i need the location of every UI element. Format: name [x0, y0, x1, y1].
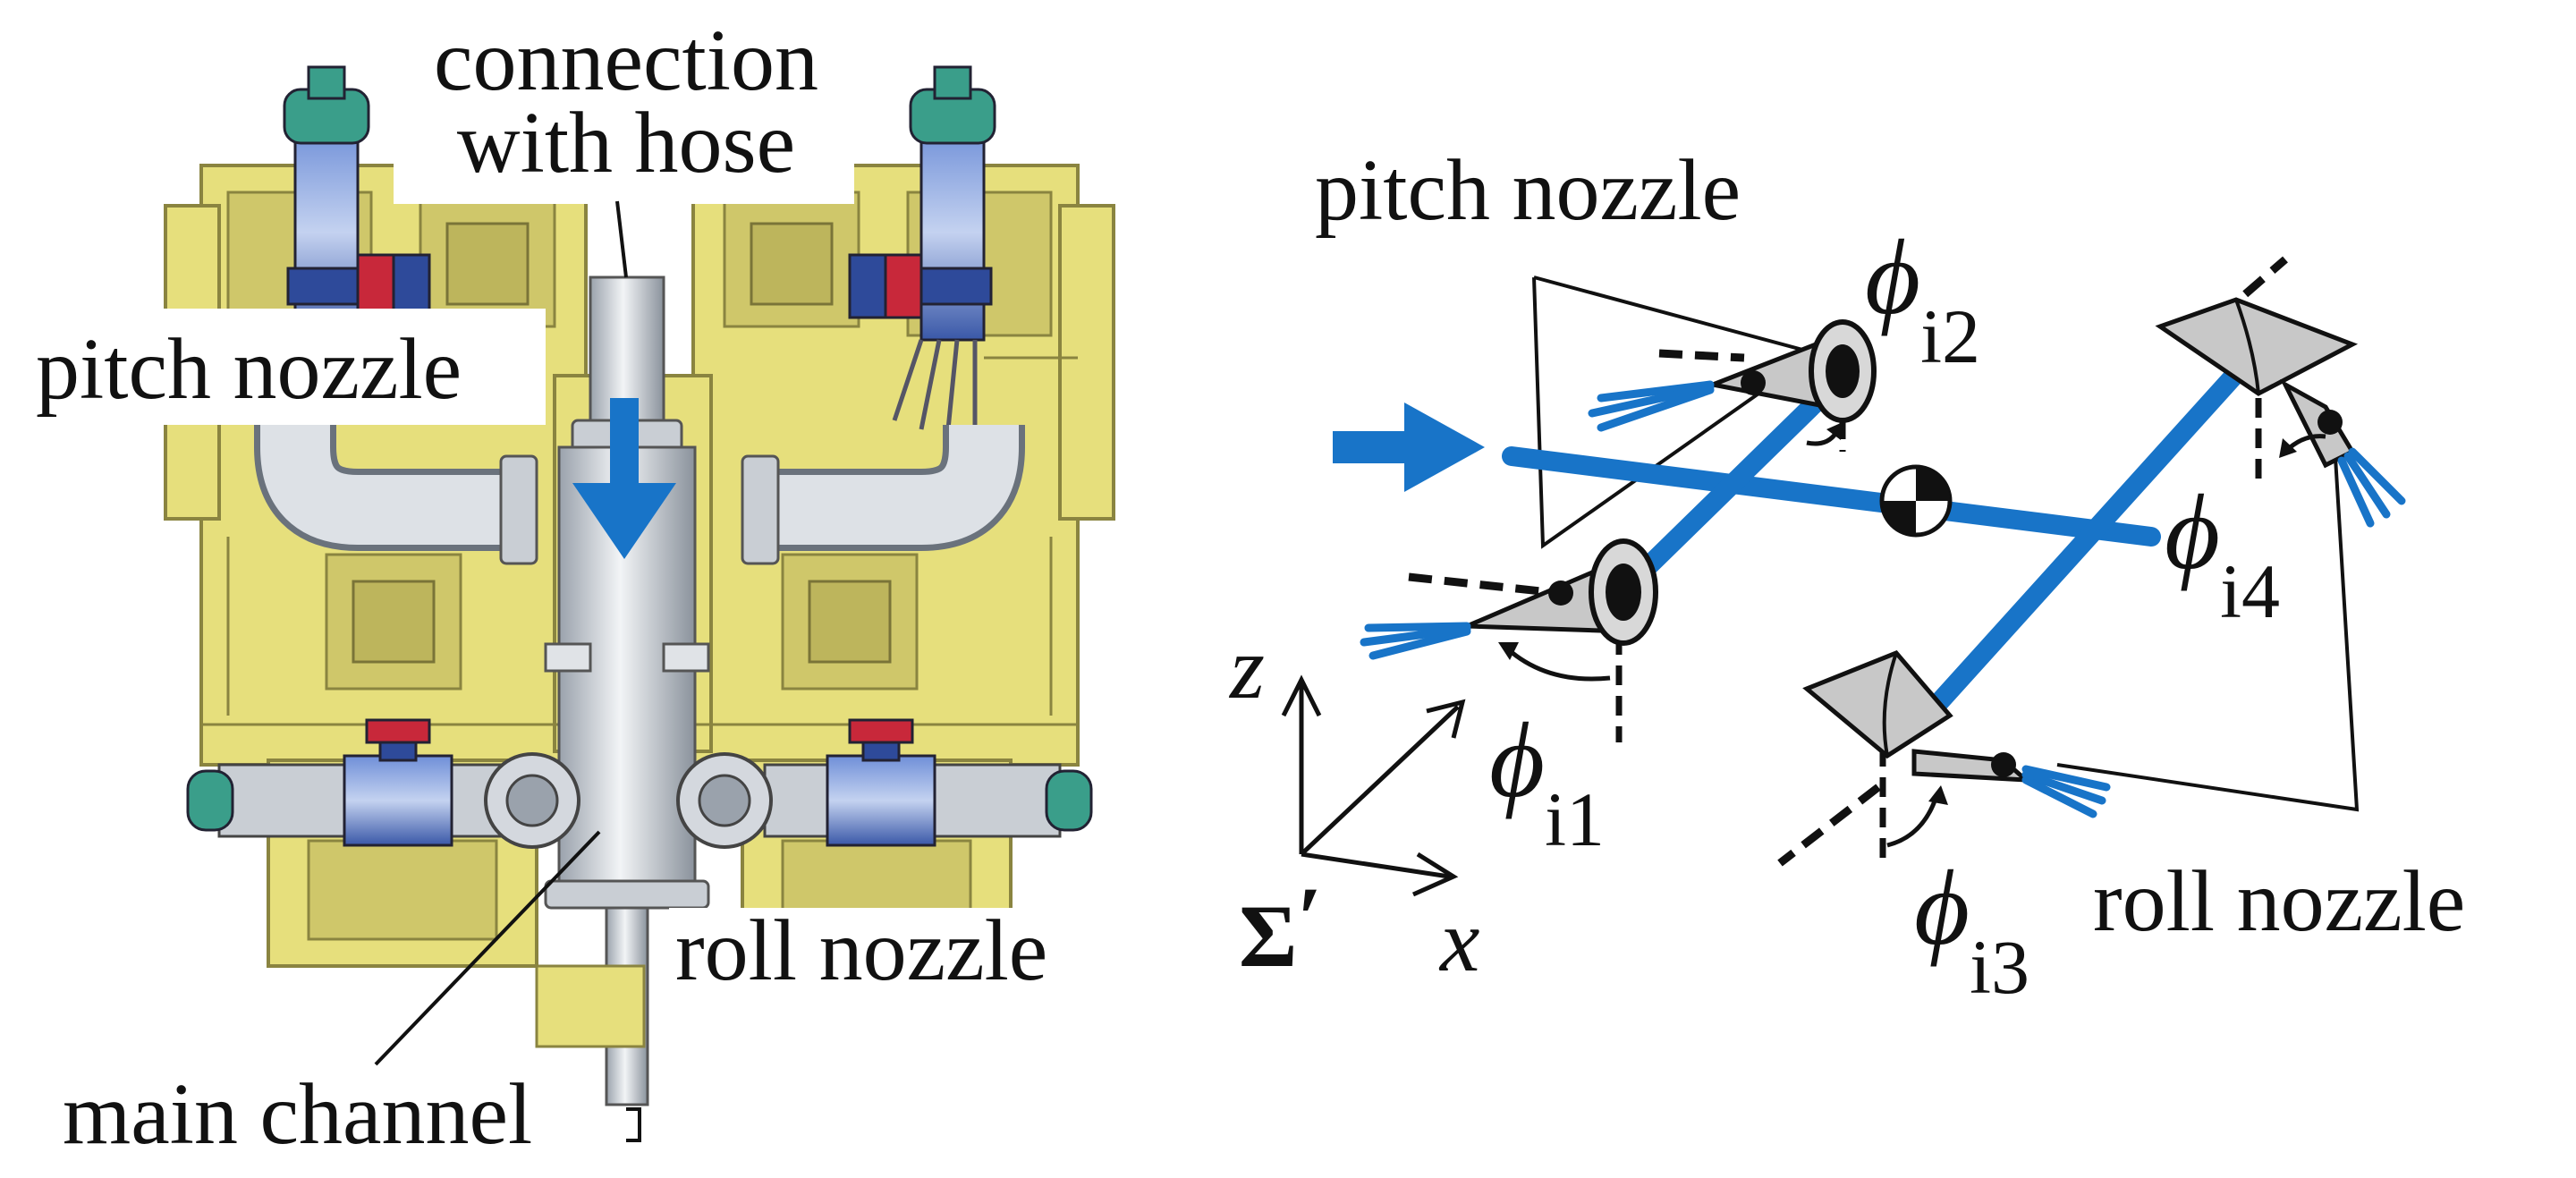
frame-sigma-label: Σ′ [1239, 869, 1323, 986]
schematic-inflow-arrow [1333, 403, 1485, 492]
pitch-nozzle-i1-icon [1360, 538, 1658, 742]
angle-label-i2: ϕi2 [1865, 217, 1980, 379]
coordinate-frame [1281, 674, 1466, 897]
angle-label-i4: ϕi4 [2165, 472, 2280, 634]
label-backing-connection [394, 7, 854, 204]
pitch-supply-pipes [254, 425, 1025, 565]
roll-nozzle-i4-icon [2155, 256, 2406, 528]
label-backing-pitch [27, 309, 546, 425]
x-axis-label: x [1438, 891, 1479, 990]
main-channel-label: main channel [63, 1066, 532, 1163]
angle-label-i1: ϕi1 [1489, 700, 1605, 862]
connection-label-line2: with hose [457, 95, 795, 191]
thruster-unit-render: connection with hose pitch nozzle roll n… [27, 7, 1115, 1163]
z-axis-label: z [1228, 618, 1265, 717]
right-roll-nozzle-label: roll nozzle [2093, 853, 2465, 950]
inflow-arrow [572, 398, 676, 559]
main-channel-leader-line [374, 830, 641, 1142]
right-pitch-valve [892, 65, 996, 430]
pitch-valve-fittings [356, 253, 923, 319]
pitch-nozzle-frame [1532, 275, 1820, 549]
roll-valve-assembly [186, 718, 1093, 849]
center-of-mass-icon [1879, 464, 1953, 538]
connection-leader-line [615, 200, 628, 278]
left-pitch-valve [283, 65, 370, 342]
roll-nozzle-i3-icon [1777, 650, 2111, 867]
right-pitch-nozzle-label: pitch nozzle [1315, 142, 1741, 239]
left-roll-nozzle-label: roll nozzle [675, 903, 1047, 999]
roll-nozzle-frame [2056, 442, 2360, 812]
angle-label-i3: ϕi3 [1914, 848, 2029, 1010]
nozzle-schematic: pitch nozzle roll nozzle ϕi2 ϕi1 ϕi3 ϕi4… [1228, 142, 2465, 1010]
housing-panel-insets [352, 222, 892, 664]
label-backing-roll [669, 908, 1107, 1020]
left-pitch-nozzle-label: pitch nozzle [36, 321, 462, 418]
connection-label-line1: connection [434, 13, 818, 109]
pitch-nozzle-i2-icon [1588, 319, 1877, 452]
